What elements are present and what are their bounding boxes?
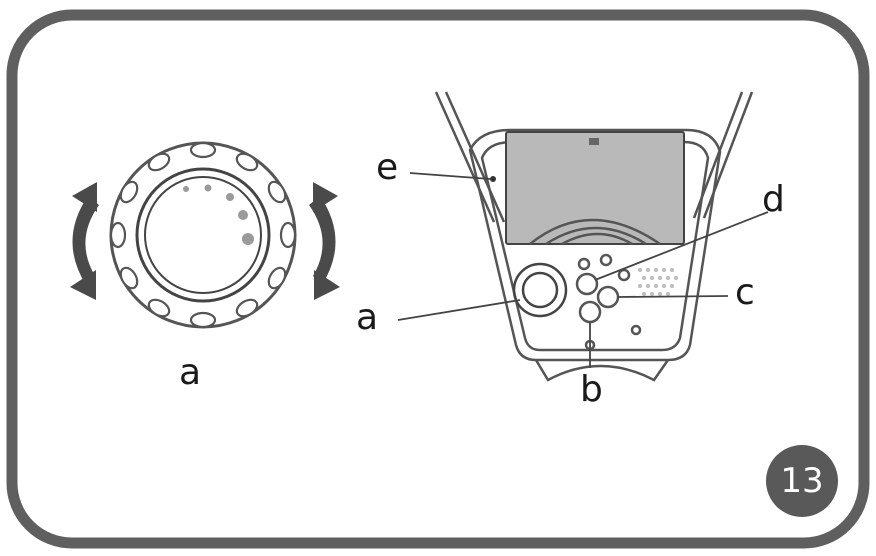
leader-line-a (397, 299, 521, 321)
knob-grip-bumps (109, 141, 297, 329)
speaker-grille (638, 268, 678, 296)
label-e: e (376, 147, 399, 188)
rotate-right-arrow-icon (309, 182, 340, 300)
frame-border (6, 9, 870, 549)
step-number-badge: 13 (766, 445, 838, 517)
leader-line-c (617, 295, 729, 298)
label-c: c (735, 272, 755, 313)
rotate-left-arrow-icon (70, 182, 99, 300)
label-a: a (356, 297, 379, 338)
label-d: d (762, 179, 785, 220)
knob-detail (109, 141, 297, 329)
knob-indicator-dots (183, 184, 254, 245)
leader-lines (397, 172, 769, 368)
leader-line-d (594, 211, 769, 281)
leader-line-e (409, 172, 491, 180)
label-b: b (580, 369, 603, 410)
knob-label-a: a (179, 352, 202, 393)
device-illustration (434, 91, 754, 382)
